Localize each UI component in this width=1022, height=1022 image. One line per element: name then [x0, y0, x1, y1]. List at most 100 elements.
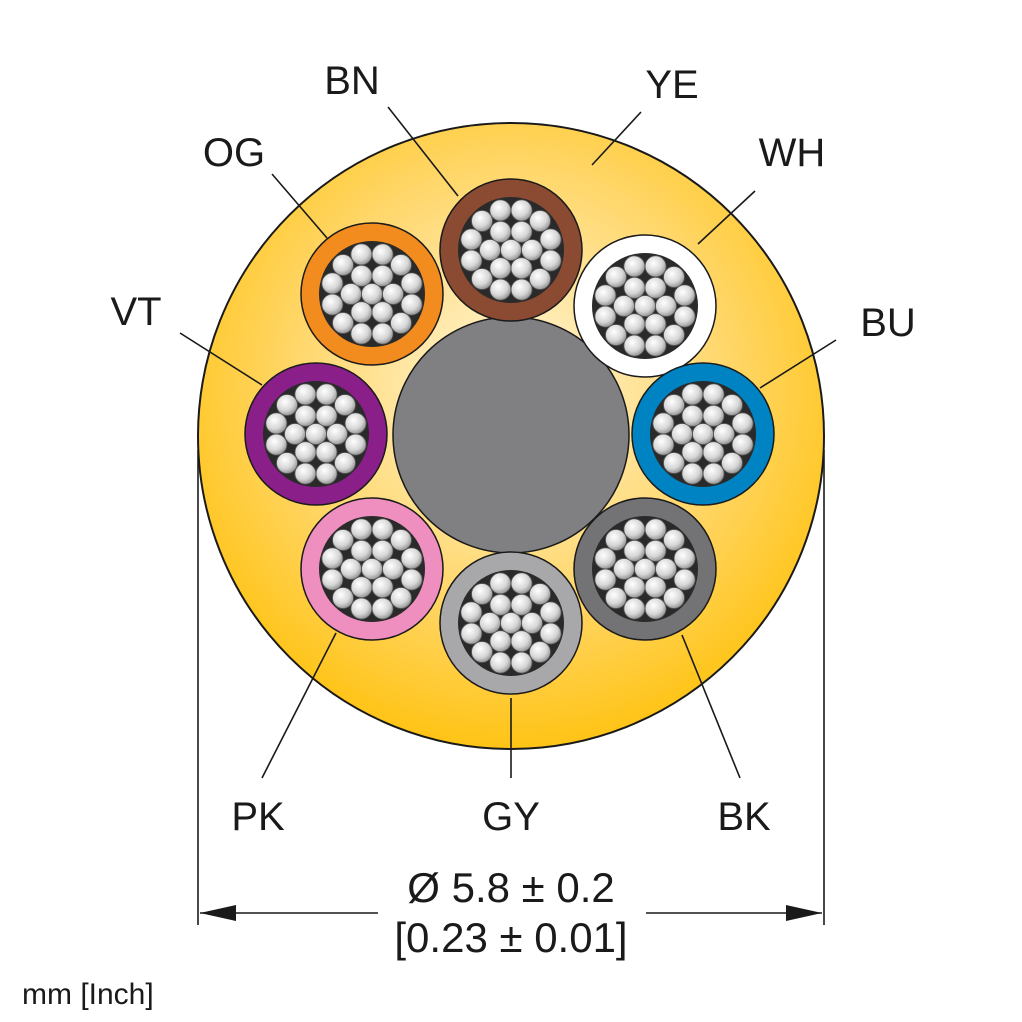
- label-vt: VT: [110, 290, 161, 334]
- strand-vt-17: [334, 394, 356, 416]
- strand-vt-7: [344, 433, 367, 456]
- strand-wh-5: [623, 276, 646, 299]
- strand-pk-6: [371, 539, 394, 562]
- strand-pk-12: [321, 568, 344, 591]
- strand-wh-6: [644, 276, 667, 299]
- strand-bu-7: [731, 433, 754, 456]
- dimension-arrow-right-icon: [786, 905, 822, 921]
- label-og: OG: [203, 131, 265, 175]
- strand-vt-0: [305, 423, 327, 445]
- label-bn: BN: [324, 59, 380, 103]
- strand-og-8: [390, 312, 412, 334]
- strand-gy-13: [460, 601, 483, 624]
- leader-line-og: [271, 173, 328, 239]
- strand-pk-3: [350, 576, 373, 599]
- strand-bn-5: [489, 220, 512, 243]
- strand-bu-6: [702, 404, 725, 427]
- strand-bn-12: [460, 249, 483, 272]
- strand-bn-2: [510, 257, 533, 280]
- dimension-arrow-left-icon: [200, 905, 236, 921]
- strand-bk-10: [623, 597, 646, 620]
- label-gy: GY: [482, 795, 540, 839]
- conductor-bu: [631, 362, 775, 506]
- strand-pk-14: [332, 529, 354, 551]
- strand-bn-3: [489, 257, 512, 280]
- strand-gy-0: [500, 612, 522, 634]
- strand-bu-2: [702, 441, 725, 464]
- strand-gy-17: [529, 583, 551, 605]
- label-bk: BK: [717, 795, 771, 839]
- strand-bn-17: [529, 210, 551, 232]
- strand-wh-3: [623, 313, 646, 336]
- leader-line-wh: [697, 190, 756, 245]
- strand-og-17: [390, 254, 412, 276]
- strand-bu-15: [681, 383, 704, 406]
- strand-bn-1: [521, 239, 543, 261]
- strand-bk-2: [644, 576, 667, 599]
- strand-pk-0: [361, 558, 383, 580]
- strand-gy-9: [510, 651, 533, 674]
- strand-bk-7: [673, 568, 696, 591]
- strand-pk-1: [382, 558, 404, 580]
- strand-vt-5: [294, 404, 317, 427]
- strand-bk-4: [613, 558, 635, 580]
- strand-vt-12: [265, 433, 288, 456]
- leader-line-vt: [179, 332, 263, 386]
- strand-pk-2: [371, 576, 394, 599]
- strand-gy-10: [489, 651, 512, 674]
- strand-og-15: [350, 243, 373, 266]
- strand-bu-17: [721, 394, 743, 416]
- strand-gy-11: [471, 641, 493, 663]
- strand-vt-13: [265, 412, 288, 435]
- strand-bu-3: [681, 441, 704, 464]
- strand-bu-18: [731, 412, 754, 435]
- strand-vt-14: [276, 394, 298, 416]
- strand-bk-6: [644, 539, 667, 562]
- leader-line-bn: [387, 106, 459, 197]
- strand-gy-2: [510, 630, 533, 653]
- strand-bn-11: [471, 268, 493, 290]
- conductor-pk: [300, 497, 444, 641]
- strand-pk-4: [340, 558, 362, 580]
- strand-vt-15: [294, 383, 317, 406]
- strand-bu-13: [652, 412, 675, 435]
- strand-bk-0: [634, 558, 656, 580]
- strand-wh-9: [644, 334, 667, 357]
- strand-wh-17: [663, 266, 685, 288]
- conductor-bk: [573, 497, 717, 641]
- strand-gy-5: [489, 593, 512, 616]
- strand-gy-6: [510, 593, 533, 616]
- conductor-bn: [439, 178, 583, 322]
- strand-pk-7: [400, 568, 423, 591]
- strand-wh-18: [673, 284, 696, 307]
- conductor-wh: [573, 234, 717, 378]
- strand-bk-14: [605, 529, 627, 551]
- strand-og-12: [321, 293, 344, 316]
- strand-bn-7: [539, 249, 562, 272]
- strand-pk-9: [371, 597, 394, 620]
- strand-bn-15: [489, 199, 512, 222]
- strand-wh-15: [623, 255, 646, 278]
- strand-pk-17: [390, 529, 412, 551]
- strand-og-4: [340, 283, 362, 305]
- units-label: mm [Inch]: [22, 978, 154, 1011]
- strand-og-10: [350, 322, 373, 345]
- strand-og-6: [371, 264, 394, 287]
- strand-vt-9: [315, 462, 338, 485]
- strand-wh-16: [644, 255, 667, 278]
- strand-pk-5: [350, 539, 373, 562]
- strand-wh-7: [673, 305, 696, 328]
- label-pk: PK: [231, 795, 285, 839]
- strand-gy-16: [510, 572, 533, 595]
- strand-wh-2: [644, 313, 667, 336]
- conductor-gy: [439, 551, 583, 695]
- strand-bu-0: [692, 423, 714, 445]
- strand-bn-9: [510, 278, 533, 301]
- strand-vt-2: [315, 441, 338, 464]
- strand-bu-4: [671, 423, 693, 445]
- strand-bn-13: [460, 228, 483, 251]
- strand-bk-12: [594, 568, 617, 591]
- strand-pk-16: [371, 518, 394, 541]
- strand-gy-18: [539, 601, 562, 624]
